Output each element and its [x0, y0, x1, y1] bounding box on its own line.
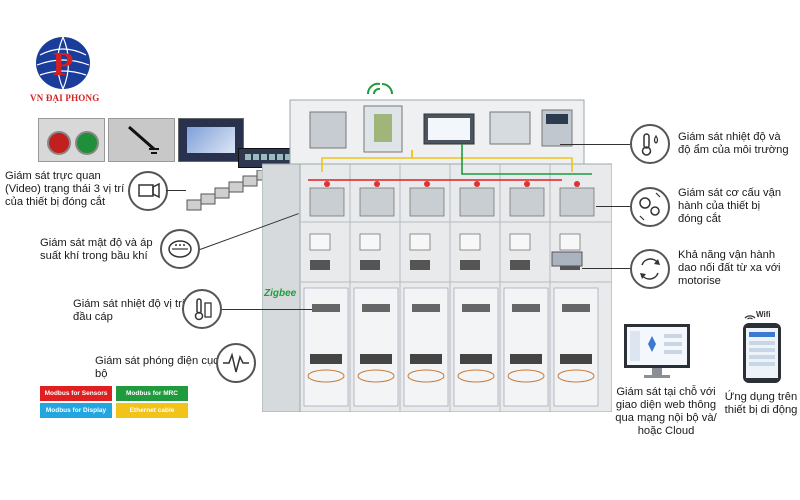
brand-name: VN ĐẠI PHONG — [30, 93, 100, 103]
brand-logo: P — [32, 35, 94, 90]
switch-symbol-photo — [108, 118, 175, 162]
wifi-icon — [744, 307, 756, 325]
legend-mrc: Modbus for MRC — [116, 386, 188, 401]
env-temp-label: Giám sát nhiệt độ và độ ẩm của môi trườn… — [678, 131, 789, 156]
gas-label: Giám sát mật độ và áp suất khí trong bầu… — [40, 237, 153, 262]
switchgear-cabinet — [261, 92, 613, 413]
web-label: Giám sát tại chỗ với giao diện web thông… — [615, 386, 717, 437]
rotate-arrows-icon — [630, 249, 670, 289]
cable-temp-label: Giám sát nhiệt độ vị trí đầu cáp — [73, 298, 185, 323]
legend-display: Modbus for Display — [40, 403, 112, 418]
partial-discharge-label: Giám sát phóng điện cục bộ — [95, 355, 219, 380]
mechanism-label: Giám sát cơ cấu vận hành của thiết bị đó… — [678, 187, 782, 225]
mechanism-connector — [596, 206, 630, 207]
video-connector — [166, 190, 186, 191]
web-monitor — [622, 322, 692, 380]
legend-sensors: Modbus for Sensors — [40, 386, 112, 401]
mobile-phone — [742, 322, 782, 384]
svg-text:P: P — [53, 46, 74, 83]
gauge-icon — [160, 229, 200, 269]
mobile-label: Ứng dụng trên thiết bị di động — [724, 391, 798, 416]
gears-icon — [630, 187, 670, 227]
video-label: Giám sát trực quan (Video) trạng thái 3 … — [5, 170, 125, 208]
camera-icon — [128, 171, 168, 211]
camera-view-photo — [178, 118, 244, 162]
wifi-icon — [366, 82, 394, 101]
push-buttons-photo — [38, 118, 105, 162]
legend-ethernet: Ethernet cable — [116, 403, 188, 418]
thermometer-sensor-icon — [182, 289, 222, 329]
waveform-icon — [216, 343, 256, 383]
cable-temp-connector — [222, 309, 312, 310]
env-connector — [560, 144, 630, 145]
earthing-label: Khả năng vận hành dao nối đất từ xa với … — [678, 249, 781, 287]
earthing-connector — [582, 268, 630, 269]
thermometer-humidity-icon — [630, 124, 670, 164]
zigbee-label: Zigbee — [264, 288, 297, 299]
wifi-label: Wifi — [756, 310, 771, 319]
